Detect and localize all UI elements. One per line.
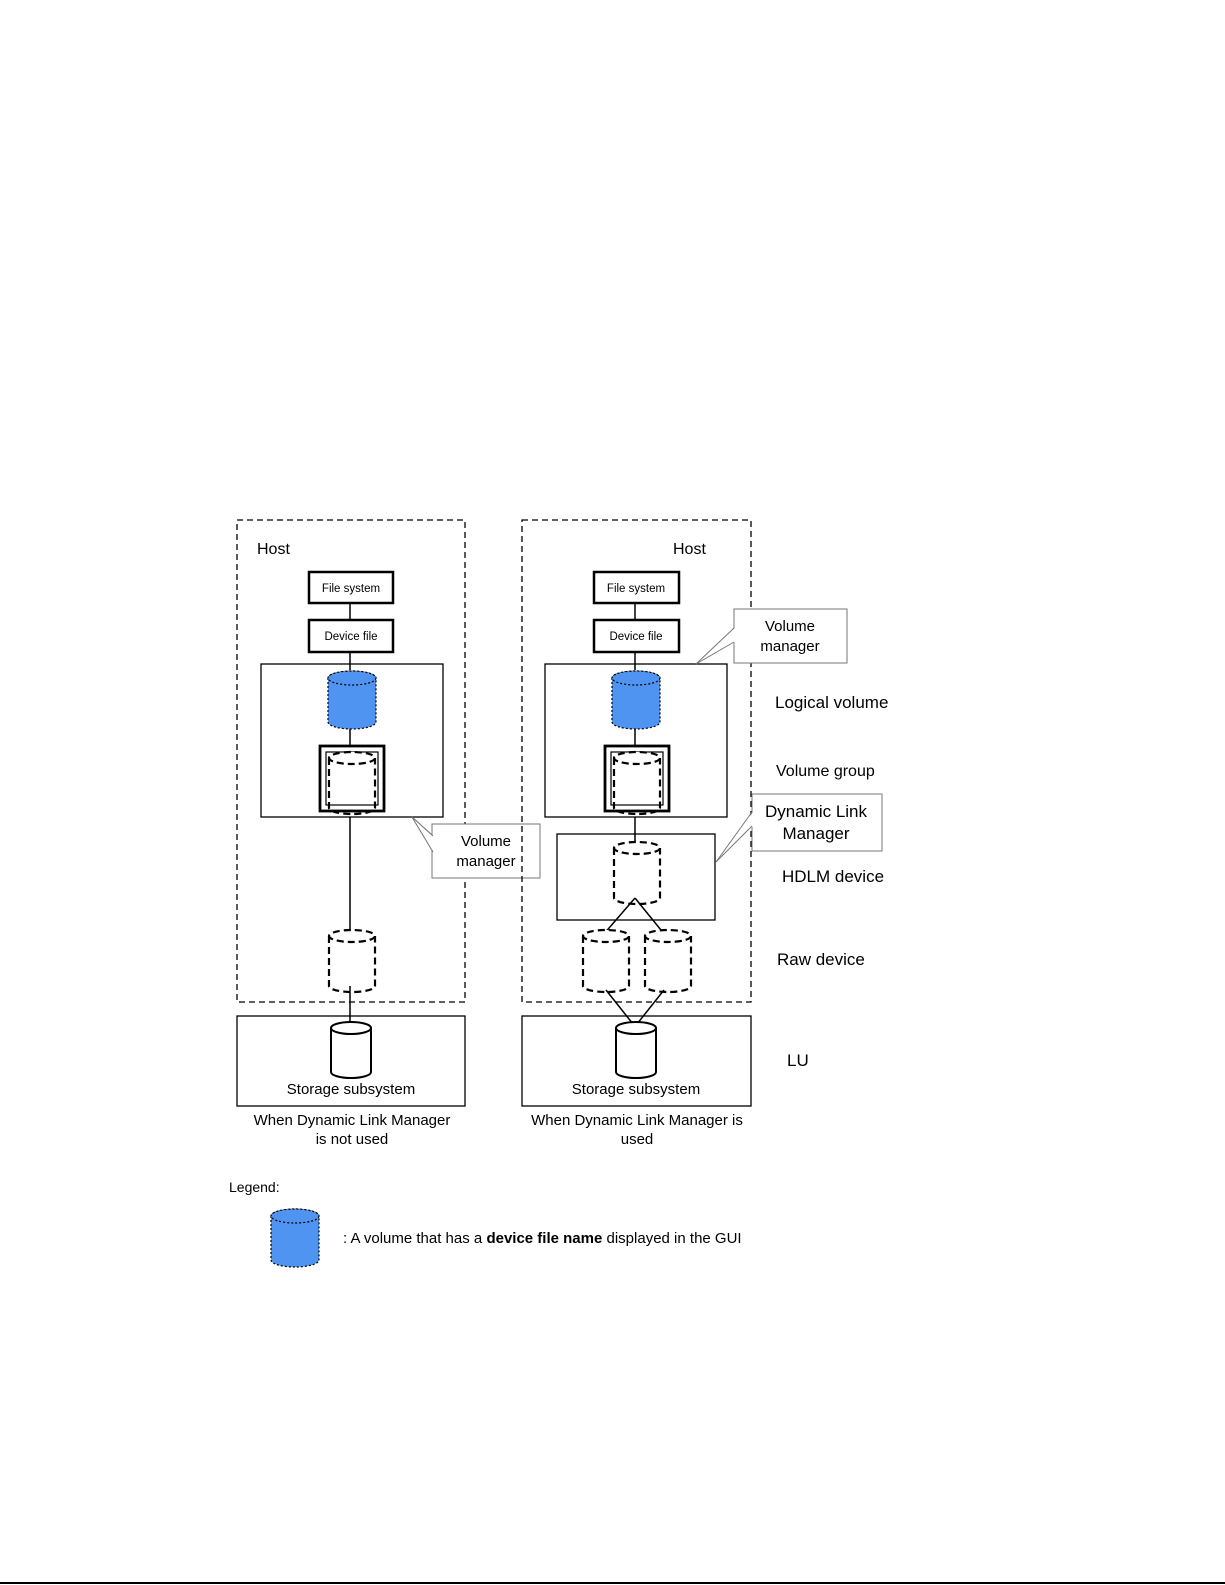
label-hdlm-device: HDLM device: [782, 867, 884, 886]
right-hdlm-device-cylinder: [612, 840, 662, 906]
label-volume-group: Volume group: [776, 763, 875, 780]
left-storage-label: Storage subsystem: [287, 1081, 415, 1098]
left-caption-line1: When Dynamic Link Manager: [254, 1112, 451, 1129]
left-caption-line2: is not used: [316, 1131, 389, 1148]
right-panel: Host File system Device file: [521, 519, 883, 1148]
layer-labels: Logical volume Volume group HDLM device …: [775, 693, 888, 1070]
right-storage-box: [521, 1015, 752, 1107]
right-storage-label: Storage subsystem: [572, 1081, 700, 1098]
right-host-box: [521, 519, 752, 1003]
right-file-system-box: [592, 570, 681, 605]
legend-text-prefix: : A volume that has a: [343, 1230, 486, 1247]
legend-text-suffix: displayed in the GUI: [602, 1230, 741, 1247]
left-host-label: Host: [257, 541, 290, 558]
svg-text:Volume: Volume: [765, 618, 815, 635]
right-device-file-label: Device file: [609, 631, 662, 643]
svg-text:Manager: Manager: [782, 824, 849, 843]
right-logical-volume-cylinder: [611, 670, 661, 730]
svg-text:Volume: Volume: [461, 833, 511, 850]
left-lu-cylinder: [330, 1021, 372, 1079]
right-device-file-box: [592, 618, 681, 654]
right-volume-manager-callout: Volume manager: [695, 608, 848, 665]
left-file-system-box: [307, 570, 395, 605]
left-device-file-label: Device file: [324, 631, 377, 643]
label-logical-volume: Logical volume: [775, 693, 888, 712]
left-volume-manager-box: [260, 663, 444, 818]
right-file-system-label: File system: [607, 583, 665, 595]
legend-title: Legend:: [229, 1179, 280, 1195]
legend-blue-cylinder: [270, 1208, 320, 1268]
right-caption-line2: used: [621, 1131, 654, 1148]
left-raw-device-cylinder: [327, 928, 377, 994]
left-host-box: [236, 519, 466, 1003]
label-lu: LU: [787, 1051, 809, 1070]
left-volume-manager-callout: Volume manager: [411, 816, 541, 879]
right-volume-manager-box: [544, 663, 728, 818]
right-hdlm-box: [556, 833, 716, 921]
right-caption-line1: When Dynamic Link Manager is: [531, 1112, 743, 1129]
left-panel: Host File system Device file Volume mana…: [236, 519, 541, 1148]
left-device-file-box: [307, 618, 395, 654]
svg-text:manager: manager: [760, 638, 819, 655]
svg-text:manager: manager: [456, 853, 515, 870]
svg-text:Dynamic Link: Dynamic Link: [765, 802, 868, 821]
right-raw-device-cylinder-2: [643, 928, 693, 994]
right-dlm-callout: Dynamic Link Manager: [715, 793, 883, 863]
left-storage-box: [236, 1015, 466, 1107]
right-raw-device-cylinder-1: [581, 928, 631, 994]
right-host-label: Host: [673, 541, 706, 558]
legend-text: : A volume that has a device file name d…: [343, 1230, 742, 1247]
left-file-system-label: File system: [322, 583, 380, 595]
legend-text-bold: device file name: [486, 1230, 602, 1247]
left-logical-volume-cylinder: [327, 670, 377, 730]
legend: Legend: : A volume that has a device fil…: [229, 1179, 742, 1268]
label-raw-device: Raw device: [777, 950, 865, 969]
right-lu-cylinder: [615, 1021, 657, 1079]
